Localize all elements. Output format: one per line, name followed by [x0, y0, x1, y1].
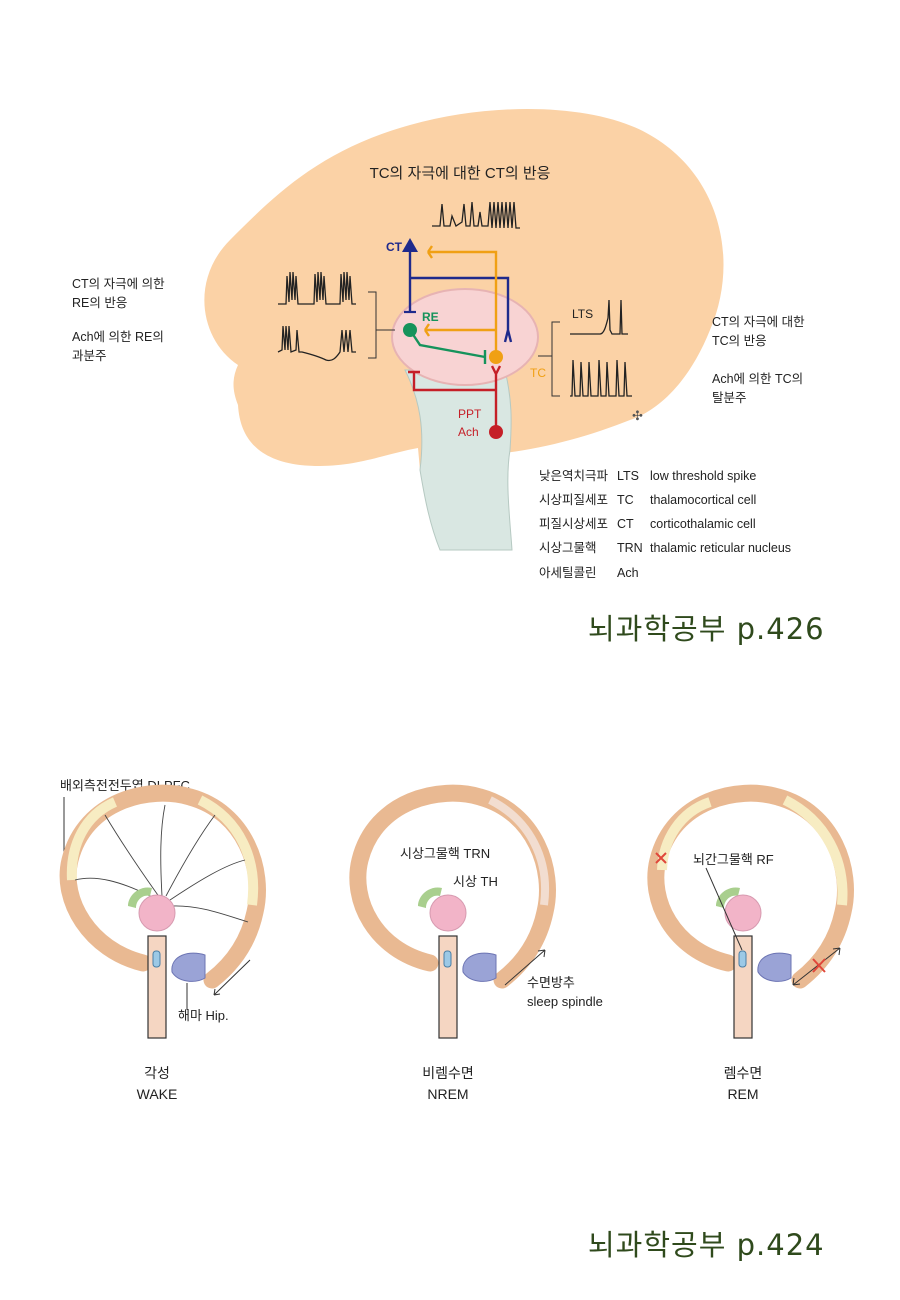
wake-ko: 각성	[144, 1065, 170, 1081]
legend-ko: 시상그물핵	[539, 540, 597, 555]
legend-ko: 아세틸콜린	[539, 566, 597, 580]
cortex-ring	[59, 784, 266, 989]
right-label-1a: CT의 자극에 대한	[712, 315, 805, 329]
cortex-highlight	[488, 796, 549, 906]
legend-abbr: TC	[617, 493, 634, 507]
legend-ko: 시상피질세포	[539, 493, 608, 507]
nrem-ko: 비렘수면	[422, 1065, 474, 1081]
nrem-panel: 시상그물핵 TRN 시상 TH 수면방추 sleep spindle 비렘수면 …	[349, 784, 603, 1102]
spindle-en: sleep spindle	[527, 994, 603, 1009]
block-cross-icon	[655, 852, 667, 864]
bracket-right	[538, 321, 560, 397]
rem-ko: 렘수면	[724, 1065, 763, 1081]
re-neuron	[403, 323, 417, 337]
rem-en: REM	[727, 1086, 758, 1102]
tc-lts-trace	[570, 299, 628, 335]
rf-label: 뇌간그물핵 RF	[693, 852, 774, 867]
thalamus	[724, 894, 762, 932]
rem-panel: 뇌간그물핵 RF 렘수면 REM	[647, 784, 854, 1102]
wake-arrows	[74, 804, 249, 923]
cortex-ring	[647, 784, 854, 989]
legend-abbr: TRN	[617, 541, 643, 555]
cortex-ring	[349, 784, 556, 989]
legend-ko: 피질시상세포	[539, 517, 608, 531]
legend-en: low threshold spike	[650, 469, 756, 483]
left-label-2b: 과분주	[72, 349, 107, 363]
block-cross-icon	[812, 958, 826, 973]
figure1-title: TC의 자극에 대한 CT의 반응	[370, 165, 551, 182]
legend-ko: 낮은역치극파	[539, 469, 609, 483]
tc-neuron	[489, 350, 503, 364]
spindle-arrow	[504, 949, 546, 986]
tc-label: TC	[530, 366, 546, 380]
ct-label: CT	[386, 240, 403, 254]
lts-label: LTS	[572, 307, 593, 321]
re-label: RE	[422, 310, 439, 324]
ppt-neuron	[489, 425, 503, 439]
brain-stem	[404, 369, 513, 551]
thalamic-reticular	[418, 887, 442, 908]
legend-abbr: Ach	[617, 566, 639, 580]
right-label-2a: Ach에 의한 TC의	[712, 372, 803, 386]
ppt-axon	[408, 365, 502, 432]
brainstem-nucleus	[738, 950, 747, 968]
ct-spike-trace	[432, 201, 520, 229]
cortex-highlight	[66, 795, 259, 906]
legend-en: corticothalamic cell	[650, 517, 756, 531]
right-label-2b: 탈분주	[712, 391, 747, 405]
caption-page-424: 뇌과학공부 p.424	[588, 1228, 825, 1262]
left-label-1a: CT의 자극에 의한	[72, 277, 165, 291]
trn-label: 시상그물핵 TRN	[400, 846, 490, 861]
right-label-1b: TC의 반응	[712, 334, 767, 348]
hippocampus	[171, 952, 206, 982]
thalamocortical-circuit-diagram: TC의 자극에 대한 CT의 반응 LTS ✣ CT TC RE PPT Ach…	[72, 108, 805, 580]
wake-panel: 해마 Hip. 각성 WAKE	[59, 784, 266, 1102]
ach-label: Ach	[458, 425, 479, 439]
thalamus	[138, 894, 176, 932]
wake-en: WAKE	[137, 1086, 178, 1102]
left-label-2a: Ach에 의한 RE의	[72, 330, 164, 344]
bracket-left	[368, 291, 395, 359]
legend-en: thalamocortical cell	[650, 493, 756, 507]
legend-en: thalamic reticular nucleus	[650, 541, 791, 555]
cursor-mark: ✣	[632, 408, 643, 423]
blocked-arrow	[792, 947, 841, 986]
ct-neuron	[402, 238, 418, 252]
hippocampus	[757, 952, 792, 982]
sleep-state-diagram: 배외측전전두엽 DLPFC 해마 Hip. 각성 WAKE 시상그물핵 TRN …	[59, 778, 854, 1102]
ct-axon	[408, 252, 513, 343]
legend-abbr: LTS	[617, 469, 639, 483]
hippocampus	[462, 952, 497, 982]
brainstem-nucleus	[443, 950, 452, 968]
wake-loop-arrow	[213, 959, 251, 996]
re-burst-trace-1	[278, 271, 356, 305]
ppt-label: PPT	[458, 407, 482, 421]
re-burst-trace-2	[277, 325, 356, 362]
caption-page-426: 뇌과학공부 p.426	[588, 612, 825, 646]
tc-axon	[424, 245, 498, 357]
hip-label: 해마 Hip.	[178, 1008, 229, 1023]
thalamus	[429, 894, 467, 932]
th-label: 시상 TH	[453, 874, 498, 889]
spindle-ko: 수면방추	[527, 975, 575, 990]
left-label-1b: RE의 반응	[72, 296, 127, 310]
abbreviation-legend: 낮은역치극파 LTS low threshold spike 시상피질세포 TC…	[539, 469, 791, 580]
nrem-en: NREM	[427, 1086, 468, 1102]
thalamic-reticular	[716, 887, 740, 908]
thalamic-reticular	[128, 887, 152, 908]
tc-burst-trace	[570, 359, 632, 397]
rf-pointer	[705, 867, 743, 951]
legend-abbr: CT	[617, 517, 634, 531]
brainstem-nucleus	[152, 950, 161, 968]
